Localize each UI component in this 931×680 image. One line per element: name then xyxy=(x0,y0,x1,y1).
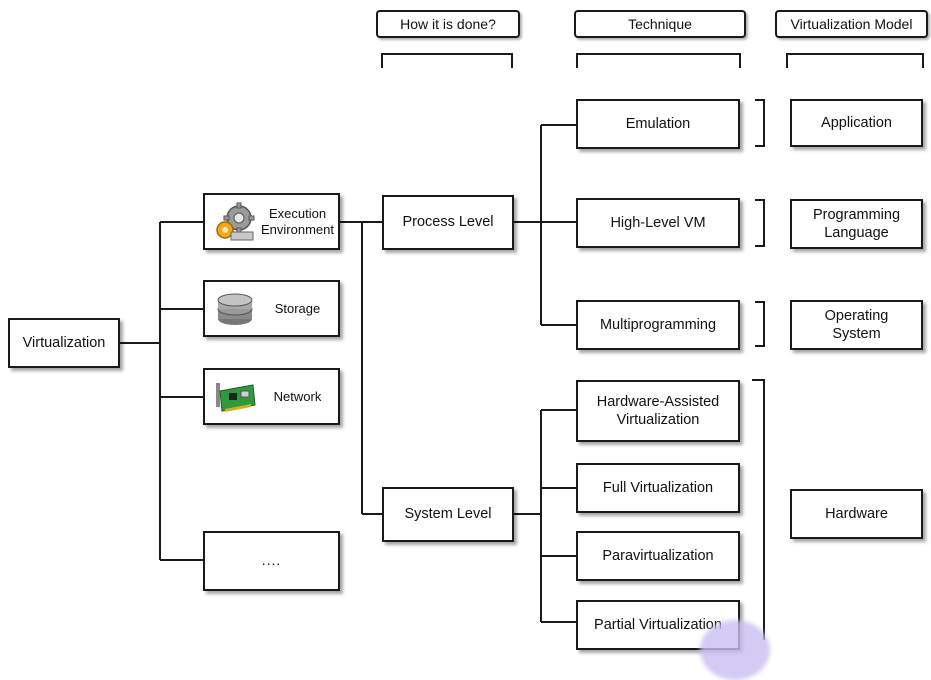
execution-environment-box: Execution Environment xyxy=(203,193,340,250)
model-operating-system-label: Operating System xyxy=(824,307,889,342)
process-level-box: Process Level xyxy=(382,195,514,250)
technique-hardware-assisted-label: Hardware-Assisted Virtualization xyxy=(596,393,720,428)
gears-icon xyxy=(216,202,255,240)
technique-multiprogramming: Multiprogramming xyxy=(576,300,740,350)
header-virtualization-model: Virtualization Model xyxy=(775,10,928,38)
technique-partial-virtualization-label: Partial Virtualization xyxy=(594,616,722,633)
system-level-label: System Level xyxy=(404,506,492,523)
model-operating-system: Operating System xyxy=(790,300,923,350)
technique-high-level-vm-label: High-Level VM xyxy=(610,214,706,231)
header-how-it-is-done: How it is done? xyxy=(376,10,520,38)
more-resources-ellipsis: .... xyxy=(261,552,282,569)
virtualization-root-box: Virtualization xyxy=(8,318,120,368)
header-technique-label: Technique xyxy=(628,16,692,32)
model-hardware-label: Hardware xyxy=(825,505,888,522)
model-application: Application xyxy=(790,99,923,147)
technique-full-virtualization-label: Full Virtualization xyxy=(602,479,714,496)
technique-emulation: Emulation xyxy=(576,99,740,149)
technique-full-virtualization: Full Virtualization xyxy=(576,463,740,513)
process-level-label: Process Level xyxy=(402,214,494,231)
decorative-glow xyxy=(700,620,770,680)
network-box: Network xyxy=(203,368,340,425)
connector-lines xyxy=(120,53,924,640)
technique-multiprogramming-label: Multiprogramming xyxy=(599,316,717,333)
execution-environment-label: Execution Environment xyxy=(261,205,334,237)
model-hardware: Hardware xyxy=(790,489,923,539)
technique-emulation-label: Emulation xyxy=(625,115,691,132)
database-icon xyxy=(217,293,253,325)
technique-paravirtualization-label: Paravirtualization xyxy=(602,547,714,564)
virtualization-taxonomy-diagram: How it is done? Technique Virtualization… xyxy=(8,10,928,680)
model-programming-language-label: Programming Language xyxy=(812,206,901,241)
technique-paravirtualization: Paravirtualization xyxy=(576,531,740,581)
technique-hardware-assisted: Hardware-Assisted Virtualization xyxy=(576,380,740,442)
header-how-label: How it is done? xyxy=(400,16,496,32)
system-level-box: System Level xyxy=(382,487,514,542)
network-label: Network xyxy=(273,388,322,404)
model-programming-language: Programming Language xyxy=(790,199,923,249)
technique-high-level-vm: High-Level VM xyxy=(576,198,740,248)
storage-box: Storage xyxy=(203,280,340,337)
header-technique: Technique xyxy=(574,10,746,38)
more-resources-box: .... xyxy=(203,531,340,591)
header-model-label: Virtualization Model xyxy=(790,16,913,32)
virtualization-root-label: Virtualization xyxy=(22,334,106,351)
storage-label: Storage xyxy=(274,300,321,316)
network-card-icon xyxy=(216,382,256,412)
model-application-label: Application xyxy=(821,114,892,131)
